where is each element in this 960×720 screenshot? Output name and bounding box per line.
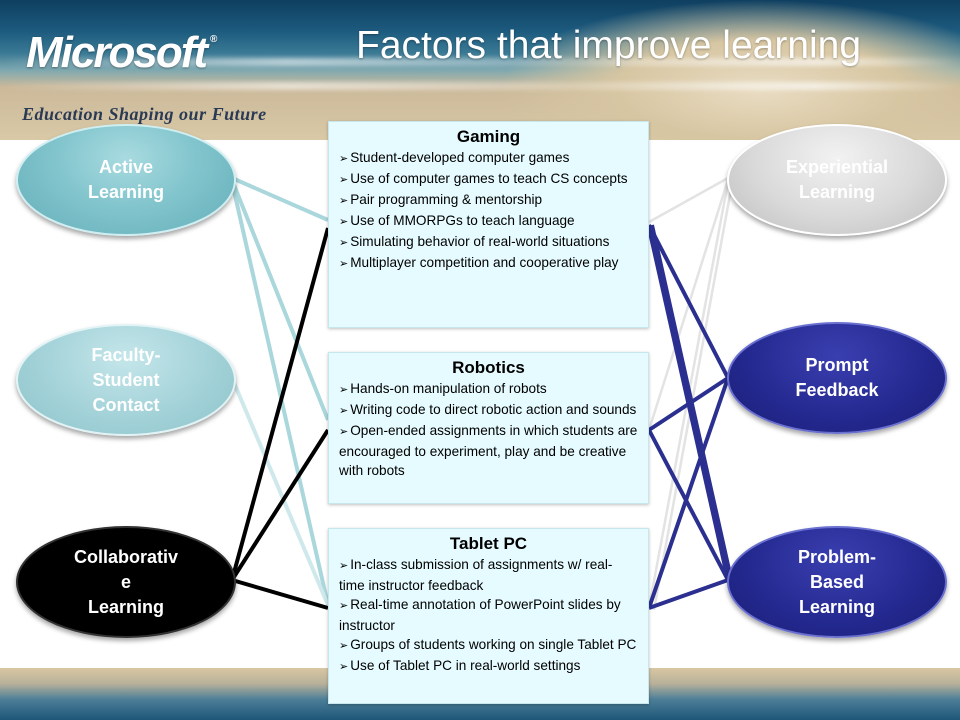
box-tablet-pc: Tablet PC ➢In-class submission of assign… (328, 528, 649, 704)
node-label: Experiential Learning (785, 157, 889, 202)
node-label: Faculty- Student Contact (91, 344, 161, 415)
header-background (0, 0, 960, 140)
connector-line (230, 179, 330, 421)
list-item: ➢In-class submission of assignments w/ r… (339, 557, 613, 593)
box-title: Robotics (452, 358, 525, 377)
node-label: Collaborativ e Learning (73, 546, 179, 617)
connector-line (231, 176, 329, 222)
wave-decoration (0, 82, 960, 90)
connector-line (230, 227, 330, 581)
navy-connectors (647, 224, 734, 610)
list-item: ➢Simulating behavior of real-world situa… (339, 234, 610, 249)
active-learning-connectors (230, 176, 330, 606)
connector-line (231, 578, 329, 610)
faculty-contact-connectors (230, 377, 330, 606)
node-prompt-feedback: Prompt Feedback (727, 322, 947, 434)
list-item: ➢Hands-on manipulation of robots (339, 381, 547, 396)
list-item: ➢Groups of students working on single Ta… (339, 637, 637, 652)
tagline: Education Shaping our Future (22, 104, 267, 124)
list-item: ➢Pair programming & mentorship (339, 192, 543, 207)
node-active-learning: Active Learning (16, 124, 236, 236)
box-list: ➢Hands-on manipulation of robots ➢Writin… (339, 379, 638, 480)
node-collaborative-learning: Collaborativ e Learning (16, 526, 236, 638)
box-list: ➢In-class submission of assignments w/ r… (339, 555, 638, 677)
connector-line (230, 181, 330, 606)
connector-line (647, 376, 730, 432)
connector-line (647, 429, 730, 581)
slide-title: Factors that improve learning (356, 24, 862, 67)
list-item: ➢Use of computer games to teach CS conce… (339, 171, 628, 186)
node-label: Active Learning (87, 157, 164, 202)
node-faculty-student-contact: Faculty- Student Contact (16, 324, 236, 436)
microsoft-logo: Microsoft® (26, 28, 218, 77)
node-problem-based-learning: Problem- Based Learning (727, 526, 947, 638)
list-item: ➢Writing code to direct robotic action a… (339, 402, 637, 417)
connector-line (230, 428, 330, 582)
connector-line (647, 377, 730, 609)
connector-line (652, 183, 734, 611)
box-robotics: Robotics ➢Hands-on manipulation of robot… (328, 352, 649, 504)
connector-line (648, 578, 729, 610)
list-item: ➢Student-developed computer games (339, 150, 570, 165)
collaborative-learning-connectors (230, 227, 330, 610)
wave-decoration (0, 58, 960, 66)
box-title: Tablet PC (449, 534, 528, 553)
list-item: ➢Open-ended assignments in which student… (339, 423, 638, 478)
node-experiential-learning: Experiential Learning (727, 124, 947, 236)
list-item: ➢Use of MMORPGs to teach language (339, 213, 575, 228)
list-item: ➢Use of Tablet PC in real-world settings (339, 658, 581, 673)
connector-line (650, 224, 734, 584)
connector-line (648, 176, 729, 224)
box-list: ➢Student-developed computer games ➢Use o… (339, 148, 638, 274)
box-gaming: Gaming ➢Student-developed computer games… (328, 121, 649, 328)
list-item: ➢Real-time annotation of PowerPoint slid… (339, 597, 621, 633)
node-label: Prompt Feedback (795, 355, 879, 400)
list-item: ➢Multiplayer competition and cooperative… (339, 255, 619, 270)
node-label: Problem- Based Learning (797, 546, 876, 617)
connector-line (230, 377, 330, 606)
box-title: Gaming (456, 127, 521, 146)
connector-line (647, 224, 730, 379)
